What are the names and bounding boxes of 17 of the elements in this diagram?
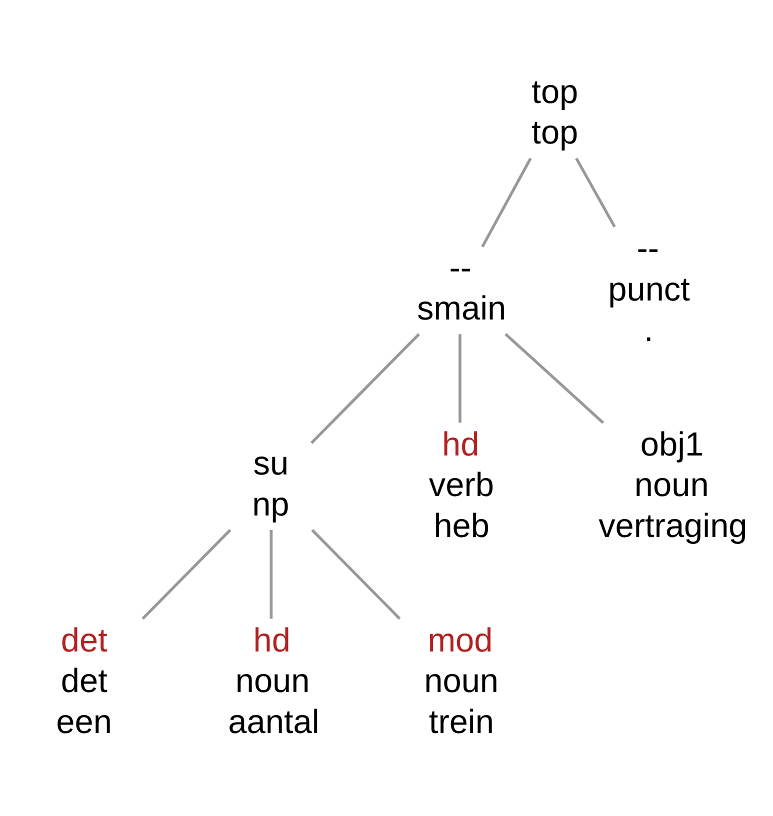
node-text: det det een — [56, 622, 112, 740]
node-text: obj1 noun vertraging — [598, 426, 748, 544]
node-text: mod noun trein — [424, 622, 499, 740]
connector — [311, 528, 401, 620]
connector — [481, 157, 532, 248]
node-text: hd noun aantal — [228, 622, 320, 740]
connector — [458, 334, 462, 422]
node-text: su np — [252, 445, 290, 523]
node-text: top top — [532, 74, 578, 152]
connector — [270, 530, 273, 618]
connector — [504, 332, 604, 424]
connector — [142, 528, 232, 620]
node-text: -- punct . — [608, 230, 690, 348]
node-text: -- smain — [416, 249, 506, 327]
connector — [310, 332, 420, 444]
connector — [575, 157, 616, 227]
node-text: hd verb heb — [428, 426, 494, 544]
